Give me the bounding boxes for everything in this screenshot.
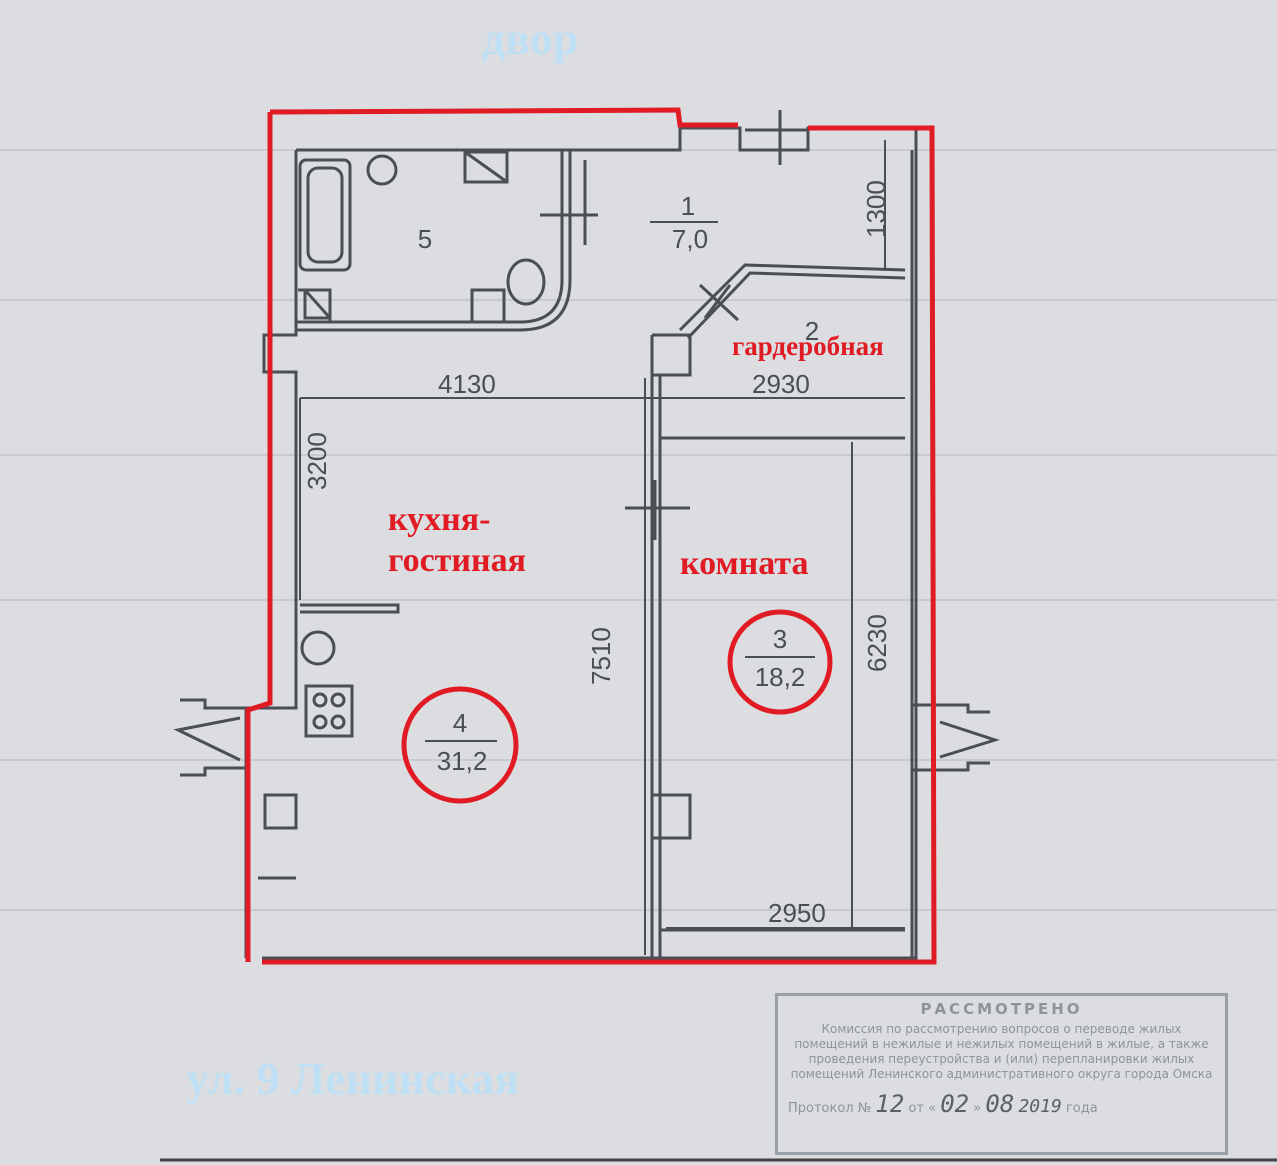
room-3-area: 18,2 bbox=[755, 662, 806, 692]
dim-1300: 1300 bbox=[861, 180, 891, 238]
fixtures bbox=[298, 150, 546, 738]
interior-walls bbox=[173, 110, 1000, 958]
wardrobe-label: гардеробная bbox=[732, 331, 884, 361]
protocol-year: 2019 bbox=[1018, 1096, 1062, 1117]
room-4-circle bbox=[401, 686, 519, 804]
stamp-body: Комиссия по рассмотрению вопросов о пере… bbox=[790, 1022, 1213, 1081]
street-label: ул. 9 Ленинская bbox=[186, 1053, 520, 1104]
red-outline bbox=[245, 107, 937, 965]
stamp-title: РАССМОТРЕНО bbox=[920, 1000, 1083, 1018]
kitchen-label-line1: кухня- bbox=[388, 501, 491, 538]
room-2-number: 2 bbox=[805, 316, 819, 346]
approval-stamp: РАССМОТРЕНО Комиссия по рассмотрению воп… bbox=[775, 993, 1228, 1155]
protocol-label: Протокол № bbox=[788, 1101, 872, 1116]
outer-walls bbox=[244, 126, 918, 960]
dim-2930: 2930 bbox=[752, 369, 810, 399]
protocol-number: 12 bbox=[875, 1090, 905, 1118]
kitchen-living-label: кухня- гостиная bbox=[388, 500, 526, 582]
room-5-number: 5 bbox=[418, 224, 432, 254]
from-label: от « bbox=[908, 1101, 937, 1116]
washbasin-icon bbox=[366, 154, 398, 186]
room-labels: 5 1 7,0 2 3 18,2 4 31,2 bbox=[418, 191, 819, 776]
yard-label: двор bbox=[482, 13, 579, 64]
dim-3200: 3200 bbox=[302, 432, 332, 490]
room-label: комната bbox=[680, 545, 809, 582]
year-suffix: года bbox=[1065, 1101, 1098, 1116]
dim-4130: 4130 bbox=[438, 369, 496, 399]
background-lines bbox=[0, 149, 1277, 1162]
dim-2950: 2950 bbox=[768, 898, 826, 928]
dim-7510: 7510 bbox=[586, 627, 616, 685]
protocol-month: 08 bbox=[985, 1090, 1015, 1118]
toilet-icon bbox=[506, 258, 546, 306]
room-3-number: 3 bbox=[773, 624, 787, 654]
sink-icon bbox=[300, 630, 336, 666]
kitchen-label-line2: гостиная bbox=[388, 541, 526, 579]
room-4-area: 31,2 bbox=[437, 746, 488, 776]
room-1-number: 1 bbox=[681, 191, 695, 221]
room-4-number: 4 bbox=[453, 708, 467, 738]
dimension-labels: 4130 2930 2950 1300 3200 7510 6230 bbox=[302, 180, 892, 928]
dimension-lines bbox=[299, 140, 905, 955]
room-3-circle bbox=[727, 609, 833, 715]
bathtub-icon bbox=[298, 158, 352, 272]
stove-icon bbox=[304, 684, 354, 738]
stamp-protocol: Протокол № 12 от « 02 » 08 2019 года bbox=[788, 1090, 1098, 1118]
protocol-day: 02 bbox=[940, 1090, 970, 1118]
dim-6230: 6230 bbox=[862, 614, 892, 672]
room-1-area: 7,0 bbox=[672, 224, 708, 254]
